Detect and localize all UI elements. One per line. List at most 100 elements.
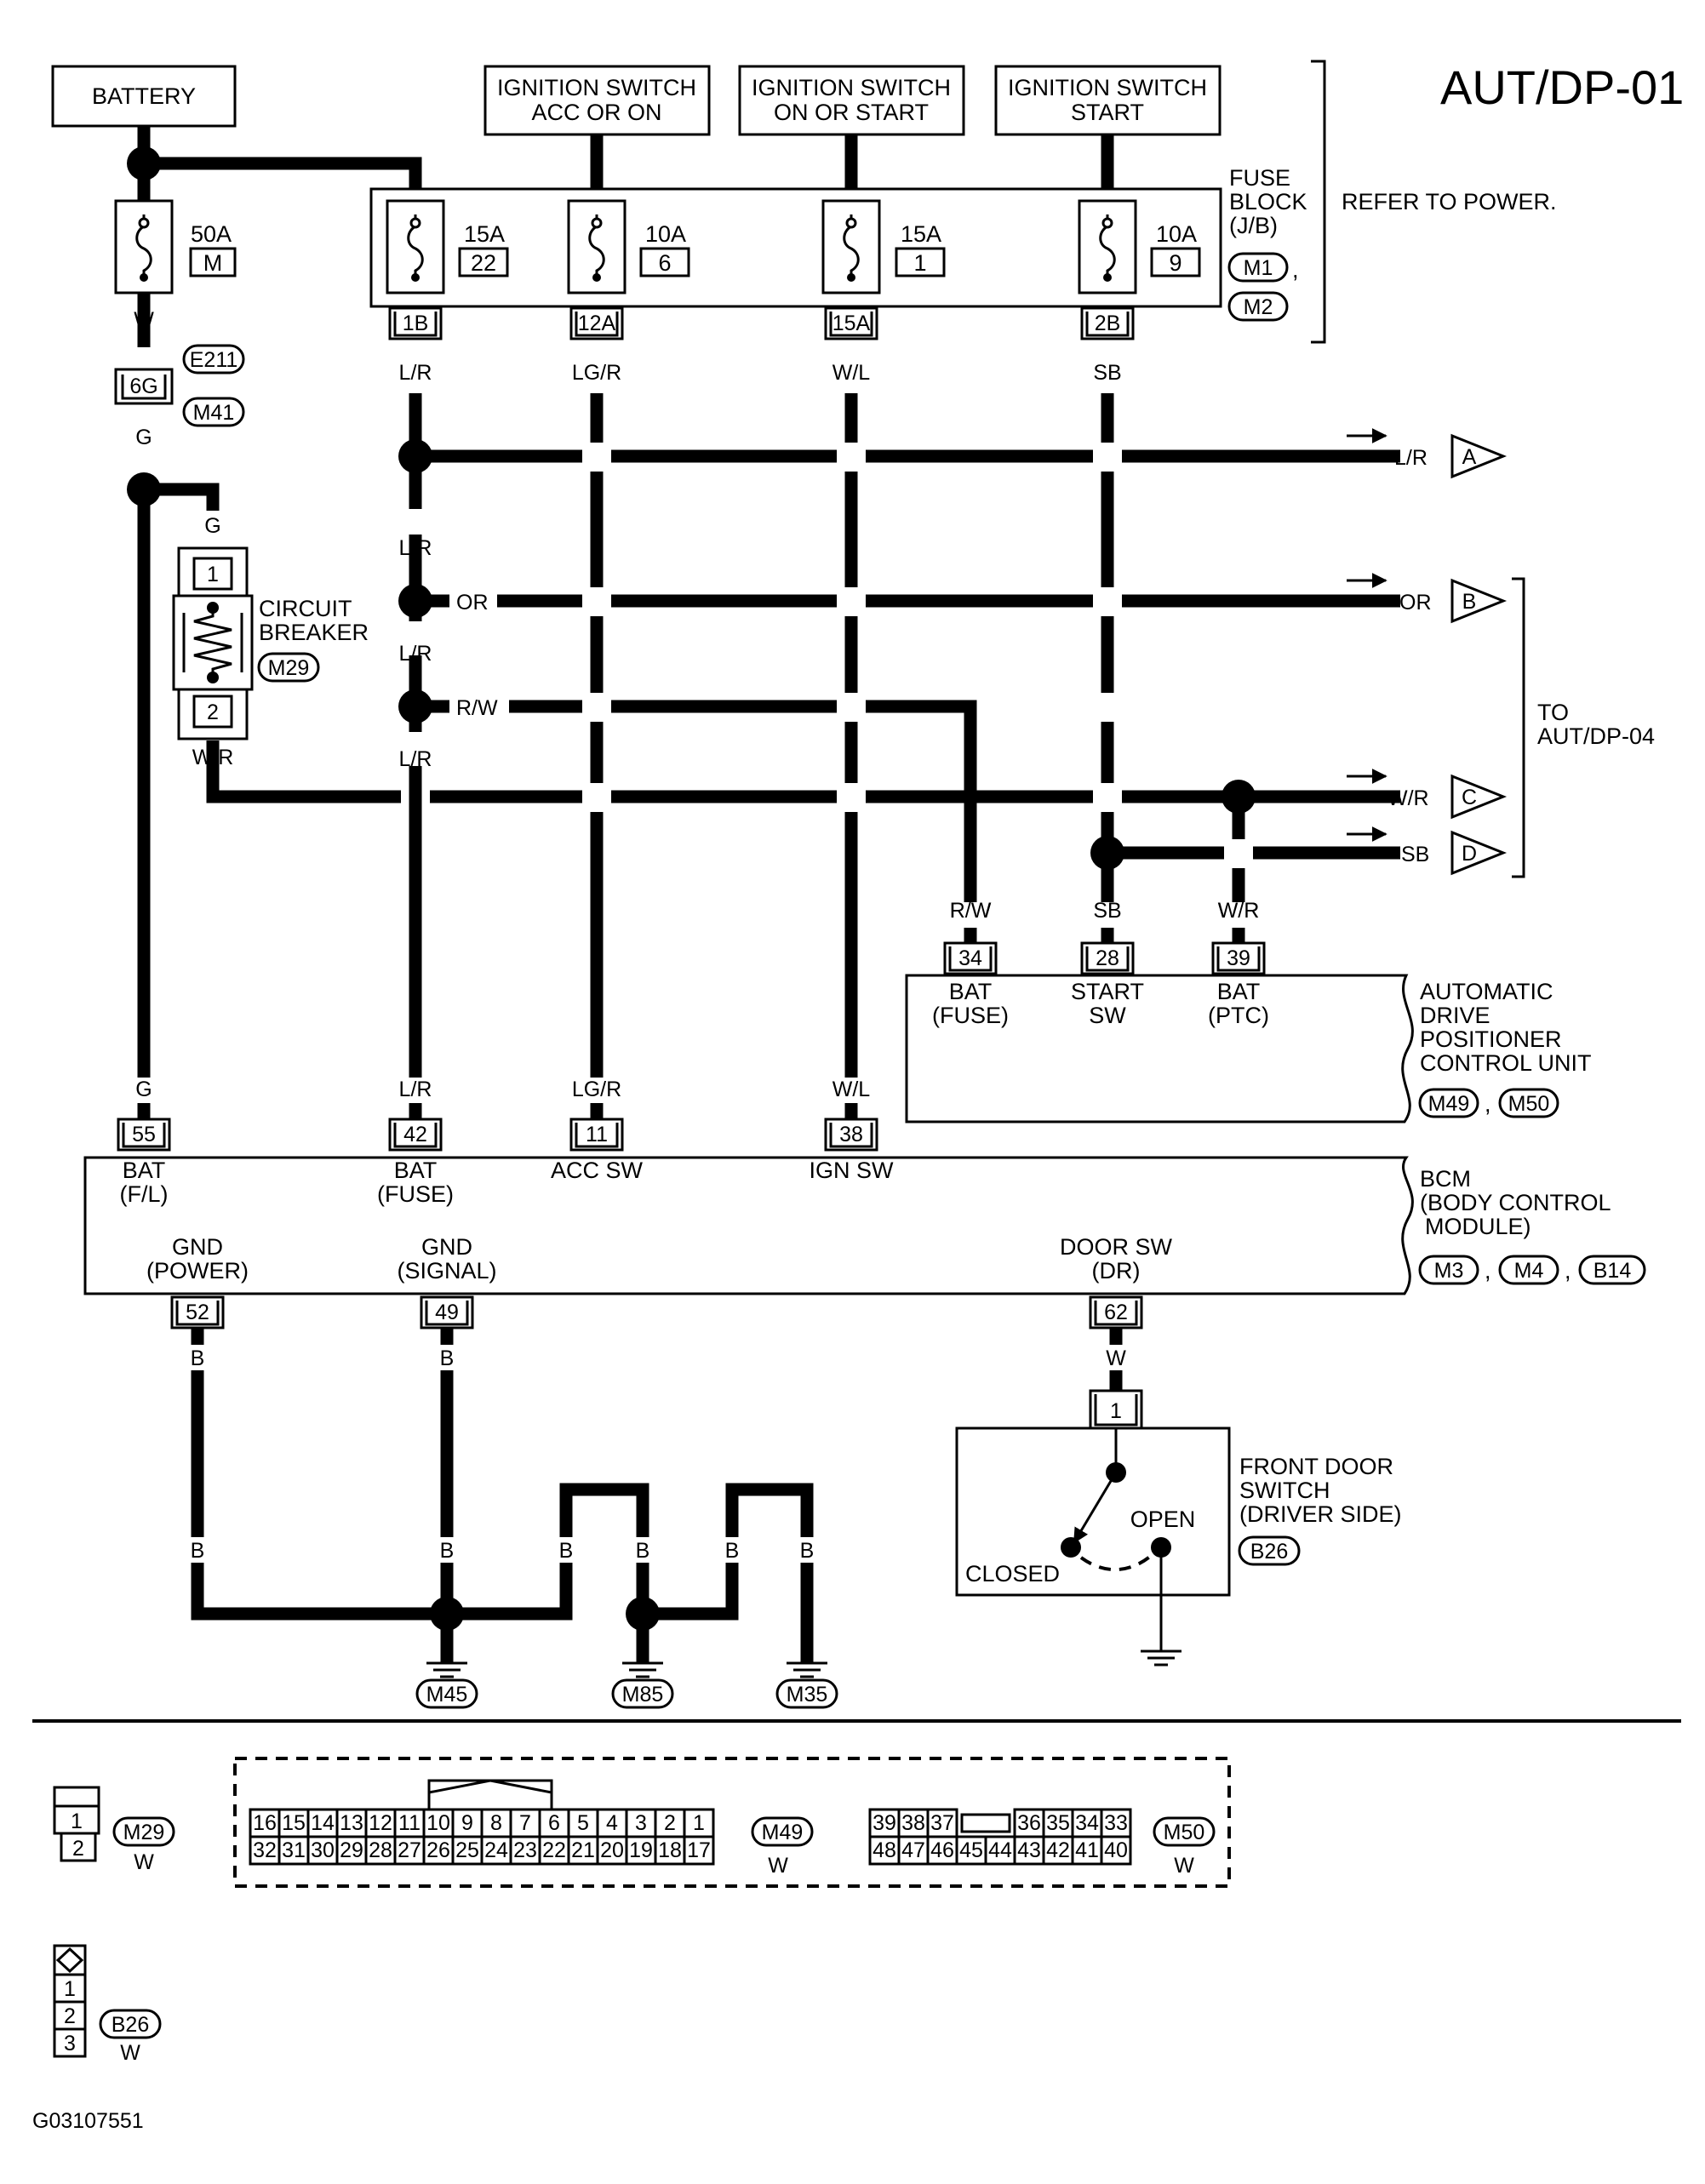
pin-number: 6 bbox=[548, 1811, 560, 1835]
pin-cell bbox=[683, 1835, 715, 1866]
pin-cell bbox=[480, 1808, 512, 1838]
pin-cell bbox=[596, 1835, 628, 1866]
connection-c: W/R C bbox=[1347, 769, 1508, 820]
pin-number: 39 bbox=[1227, 946, 1250, 970]
terminal-name: BAT bbox=[123, 1158, 166, 1183]
main-fuse: 50A M bbox=[114, 199, 237, 294]
pin-number: 62 bbox=[1104, 1301, 1128, 1324]
pin-number: 30 bbox=[311, 1838, 335, 1862]
connector-id: M4 bbox=[1514, 1259, 1544, 1283]
fuse-rating: 50A bbox=[191, 221, 232, 247]
connection-a: L/R A bbox=[1347, 428, 1508, 479]
connector-id: M1 bbox=[1244, 256, 1273, 280]
ignition-switch-label: IGNITION SWITCH bbox=[752, 75, 951, 100]
pin-number: 26 bbox=[426, 1838, 450, 1862]
splice-point bbox=[127, 146, 161, 180]
pin-number: 5 bbox=[577, 1811, 589, 1835]
connector-id: M49 bbox=[762, 1821, 804, 1844]
connector-id: E211 bbox=[190, 348, 238, 372]
fuse-number: M bbox=[203, 250, 223, 276]
power-bracket bbox=[1311, 60, 1326, 344]
door-switch-label: (DRIVER SIDE) bbox=[1239, 1501, 1402, 1527]
separator-comma: , bbox=[1485, 1258, 1491, 1284]
fuse-6: 10A 6 bbox=[567, 199, 690, 294]
connection-wire-color: W/R bbox=[1387, 786, 1429, 810]
pin-cell bbox=[422, 1808, 455, 1838]
connector-id: M29 bbox=[268, 656, 310, 680]
terminal-number: 15A bbox=[832, 312, 871, 335]
connector-id: M2 bbox=[1244, 295, 1273, 319]
connector-id: M3 bbox=[1434, 1259, 1464, 1283]
wire-color-label: W bbox=[1106, 1346, 1126, 1370]
wire-color-label: L/R bbox=[399, 1078, 432, 1101]
adp-control-unit: R/W SB W/R R/W SB W/R 34 28 39 BAT (FUSE… bbox=[905, 899, 1592, 1123]
wire-color-label: R/W bbox=[950, 899, 992, 923]
fuse-rating: 15A bbox=[464, 221, 505, 247]
wire-color-label: LG/R bbox=[572, 361, 621, 385]
wire-color-label: B bbox=[191, 1346, 205, 1370]
terminal-number: 6G bbox=[129, 374, 157, 398]
connection-d: SB D bbox=[1347, 826, 1508, 876]
connector-color: W bbox=[768, 1854, 788, 1878]
terminal-name: (SIGNAL) bbox=[397, 1258, 496, 1284]
connection-b: OR B bbox=[1347, 573, 1508, 624]
pin-number: 45 bbox=[959, 1838, 983, 1862]
splice-point bbox=[398, 439, 432, 473]
splices bbox=[127, 146, 1256, 1631]
connection-refs: L/R A OR B W/R C SB D TO AUT/DP-04 bbox=[1347, 428, 1655, 878]
terminal-name: (FUSE) bbox=[377, 1181, 454, 1207]
wire-color-label: B bbox=[440, 1346, 455, 1370]
pin-number: 18 bbox=[658, 1838, 682, 1862]
connector-view-frame bbox=[233, 1757, 1231, 1888]
fuse-9: 10A 9 bbox=[1078, 199, 1201, 294]
terminal-name: BAT bbox=[949, 979, 993, 1004]
pin-number: 2 bbox=[664, 1811, 676, 1835]
door-switch-label: SWITCH bbox=[1239, 1478, 1330, 1503]
splice-point bbox=[398, 584, 432, 618]
pin-cell bbox=[393, 1835, 426, 1866]
ignition-switch-label: IGNITION SWITCH bbox=[1008, 75, 1207, 100]
pin-number: 13 bbox=[340, 1811, 363, 1835]
ground-wire-labels: B B B B B B B B bbox=[184, 1345, 821, 1563]
connector-view-m29: 1 2 M29 W bbox=[53, 1786, 175, 1874]
ignition-switch-label: IGNITION SWITCH bbox=[497, 75, 696, 100]
connection-wire-color: L/R bbox=[1394, 446, 1428, 470]
connector-color: W bbox=[134, 1850, 154, 1874]
ignition-position-label: START bbox=[1071, 100, 1144, 125]
pin-number: 8 bbox=[490, 1811, 502, 1835]
wire-color-label: L/R bbox=[399, 747, 432, 771]
connector-id: M29 bbox=[123, 1821, 165, 1844]
terminal-name: (PTC) bbox=[1208, 1003, 1269, 1028]
pin-cell bbox=[451, 1835, 483, 1866]
fuse-rating: 10A bbox=[1156, 221, 1197, 247]
terminal-number: 12A bbox=[578, 312, 616, 335]
pin-number: 3 bbox=[64, 2032, 76, 2055]
connection-ref-letter: B bbox=[1462, 590, 1477, 614]
fuse-block-terminals: 1B 12A 15A 2B bbox=[388, 306, 1135, 340]
connector-id: M41 bbox=[193, 401, 235, 425]
pin-number: 19 bbox=[629, 1838, 653, 1862]
splice-point bbox=[430, 1597, 464, 1631]
ignition-position-label: ON OR START bbox=[774, 100, 929, 125]
wire-color-label: R/W bbox=[456, 696, 498, 720]
splice-point bbox=[127, 472, 161, 506]
pin-number: 48 bbox=[873, 1838, 896, 1862]
pin-cell bbox=[868, 1808, 901, 1838]
wire-color-label: LG/R bbox=[572, 1078, 621, 1101]
pin-number: 10 bbox=[426, 1811, 450, 1835]
circuit-breaker: 1 2 CIRCUIT BREAKER M29 bbox=[172, 546, 369, 740]
pin-number: 1 bbox=[64, 1977, 76, 2001]
pin-cell bbox=[625, 1835, 657, 1866]
wire-color-label: SB bbox=[1093, 899, 1121, 923]
harness-connector-6g: 6G E211 M41 bbox=[114, 344, 245, 427]
pin-number: 33 bbox=[1104, 1811, 1128, 1835]
ignition-position-label: ACC OR ON bbox=[531, 100, 661, 125]
wire-color-label: G bbox=[204, 514, 220, 538]
pin-number: 49 bbox=[435, 1301, 459, 1324]
refer-to-power-note: REFER TO POWER. bbox=[1342, 189, 1557, 214]
connector-color: W bbox=[1174, 1854, 1194, 1878]
ground-id: M45 bbox=[426, 1683, 468, 1707]
adp-unit-label: POSITIONER bbox=[1420, 1026, 1562, 1052]
ignition-switch-start: IGNITION SWITCH START bbox=[994, 65, 1222, 136]
